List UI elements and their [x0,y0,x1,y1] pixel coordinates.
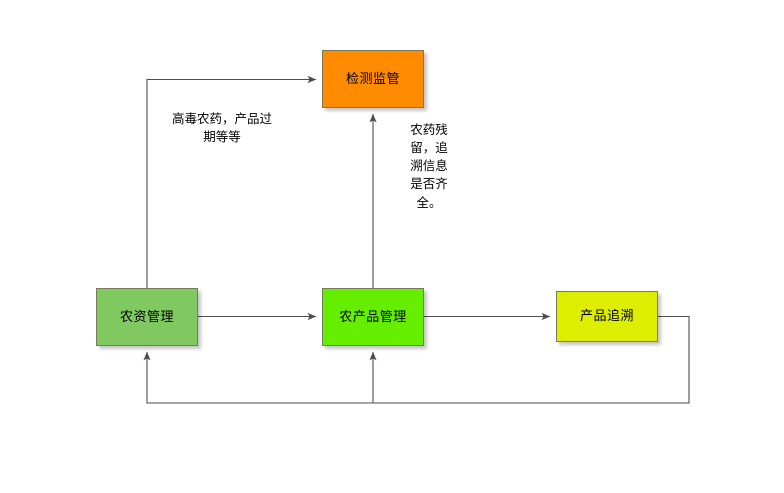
node-inspection-label: 检测监管 [345,71,400,87]
node-agri-product[interactable]: 农产品管理 [322,288,424,346]
edge-label-center-note: 农药残 留，追 溯信息 是否齐 全。 [410,122,448,210]
node-traceability-label: 产品追溯 [579,309,634,324]
node-agri-input-label: 农资管理 [119,309,174,325]
edge-label-left-note: 高毒农药，产品过 期等等 [171,111,272,145]
edge-traceability-to-input [143,351,373,404]
node-traceability[interactable]: 产品追溯 [556,291,658,342]
node-agri-input[interactable]: 农资管理 [96,288,198,346]
node-agri-product-label: 农产品管理 [339,309,407,325]
node-inspection[interactable]: 检测监管 [322,50,424,108]
